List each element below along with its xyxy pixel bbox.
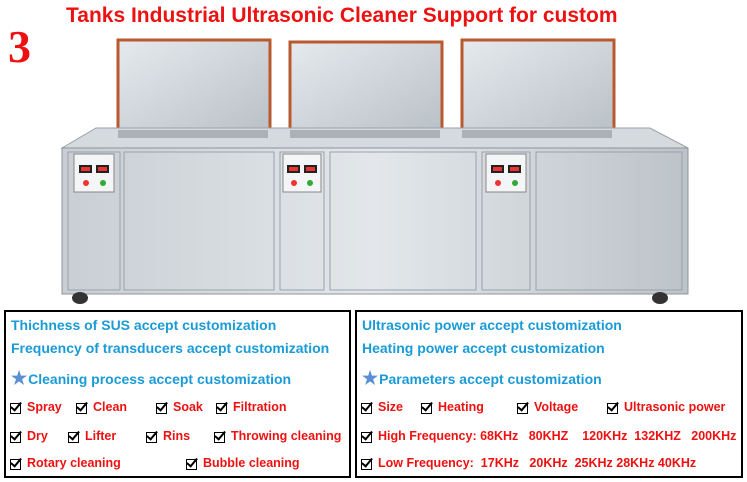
sus-thickness-text: Thichness of SUS accept customization [11, 317, 277, 333]
option-dry: Dry [10, 429, 48, 443]
option-filtration: Filtration [216, 400, 286, 414]
parameters-heading: ★Parameters accept customization [362, 368, 602, 389]
page-title: Tanks Industrial Ultrasonic Cleaner Supp… [66, 4, 618, 27]
option-voltage: Voltage [517, 400, 578, 414]
transducer-frequency-text: Frequency of transducers accept customiz… [11, 340, 330, 356]
checkbox-icon [216, 401, 229, 414]
checkbox-icon [361, 401, 374, 414]
parameters-text: Parameters accept customization [379, 371, 602, 387]
checkbox-icon [10, 430, 23, 443]
option-throwing-cleaning: Throwing cleaning [214, 429, 341, 443]
option-soak: Soak [156, 400, 203, 414]
tank-lid-1 [116, 38, 272, 134]
checkbox-icon [421, 401, 434, 414]
checkbox-icon [517, 401, 530, 414]
high-frequency-line: High Frequency: 68KHz 80KHZ 120KHz 132KH… [361, 429, 736, 443]
option-heating: Heating [421, 400, 484, 414]
option-rins: Rins [146, 429, 190, 443]
cleaning-customization-panel: Thichness of SUS accept customization Fr… [4, 310, 351, 478]
checkbox-icon [361, 430, 374, 443]
parameters-customization-panel: Ultrasonic power accept customization He… [355, 310, 743, 478]
checkbox-icon [146, 430, 159, 443]
checkbox-icon [68, 430, 81, 443]
checkbox-icon [76, 401, 89, 414]
star-icon: ★ [11, 368, 28, 388]
section-number: 3 [8, 21, 31, 72]
option-ultrasonic-power: Ultrasonic power [607, 400, 725, 414]
control-panel-1 [73, 153, 115, 193]
checkbox-icon [214, 430, 227, 443]
tank-lid-3 [460, 38, 616, 134]
three-tank-ultrasonic-cleaner-image [60, 38, 689, 304]
option-bubble-cleaning: Bubble cleaning [186, 456, 300, 470]
checkbox-icon [156, 401, 169, 414]
control-panel-3 [485, 153, 527, 193]
cleaning-process-text: Cleaning process accept customization [28, 371, 292, 387]
checkbox-icon [361, 457, 374, 470]
tank-lid-2 [288, 40, 444, 134]
cleaning-process-heading: ★Cleaning process accept customization [11, 368, 291, 389]
heating-power-text: Heating power accept customization [362, 340, 605, 356]
option-size: Size [361, 400, 403, 414]
option-clean: Clean [76, 400, 127, 414]
checkbox-icon [10, 457, 23, 470]
checkbox-icon [10, 401, 23, 414]
control-panel-2 [282, 153, 322, 193]
checkbox-icon [607, 401, 620, 414]
option-lifter: Lifter [68, 429, 116, 443]
ultrasonic-power-text: Ultrasonic power accept customization [362, 317, 622, 333]
star-icon: ★ [362, 368, 379, 388]
option-rotary-cleaning: Rotary cleaning [10, 456, 121, 470]
low-frequency-line: Low Frequency: 17KHz 20KHz 25KHz 28KHz 4… [361, 456, 696, 470]
option-spray: Spray [10, 400, 62, 414]
checkbox-icon [186, 457, 199, 470]
